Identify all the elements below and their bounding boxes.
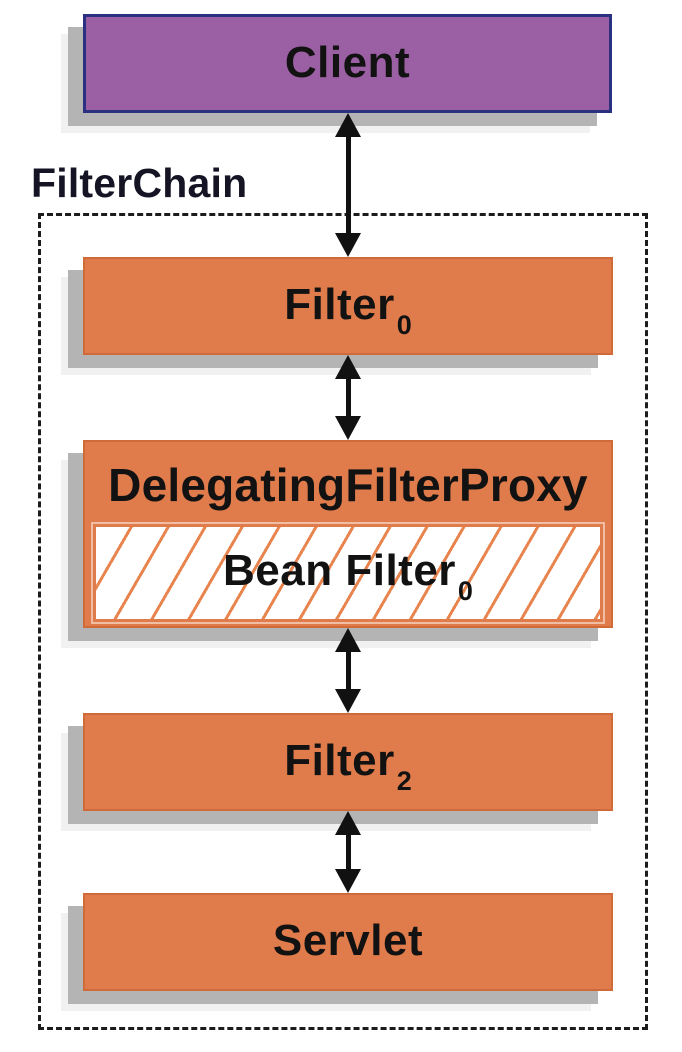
arrow-shaft [345, 379, 351, 416]
delegating-filter-proxy-node: DelegatingFilterProxy Bean Filter0 [83, 440, 613, 628]
double-arrow-filter0-dfp-icon [335, 355, 361, 440]
double-arrow-filter2-servlet-icon [335, 811, 361, 893]
arrowhead-up-icon [335, 628, 361, 652]
arrow-shaft [345, 137, 351, 233]
bean-filter-node: Bean Filter0 [93, 524, 603, 622]
client-label: Client [284, 38, 411, 87]
filter0-label: Filter [284, 280, 395, 329]
servlet-node: Servlet [83, 893, 613, 991]
arrowhead-down-icon [335, 689, 361, 713]
arrow-shaft [345, 652, 351, 689]
arrowhead-up-icon [335, 811, 361, 835]
client-node: Client [83, 14, 612, 113]
arrowhead-down-icon [335, 233, 361, 257]
filterchain-boundary [38, 213, 648, 1030]
bean-filter-subscript: 0 [457, 576, 473, 606]
filter0-node: Filter0 [83, 257, 613, 355]
filter2-subscript: 2 [396, 766, 412, 796]
double-arrow-client-filter0-icon [335, 113, 361, 257]
bean-filter-label: Bean Filter [223, 546, 456, 595]
double-arrow-dfp-filter2-icon [335, 628, 361, 713]
filter2-node: Filter2 [83, 713, 613, 811]
servlet-label: Servlet [272, 916, 424, 965]
arrowhead-up-icon [335, 113, 361, 137]
filter0-subscript: 0 [396, 310, 412, 340]
filterchain-title: FilterChain [31, 160, 248, 206]
filter2-label: Filter [284, 736, 395, 785]
arrow-shaft [345, 835, 351, 869]
arrowhead-up-icon [335, 355, 361, 379]
arrowhead-down-icon [335, 869, 361, 893]
arrowhead-down-icon [335, 416, 361, 440]
delegating-filter-proxy-label: DelegatingFilterProxy [108, 459, 588, 511]
